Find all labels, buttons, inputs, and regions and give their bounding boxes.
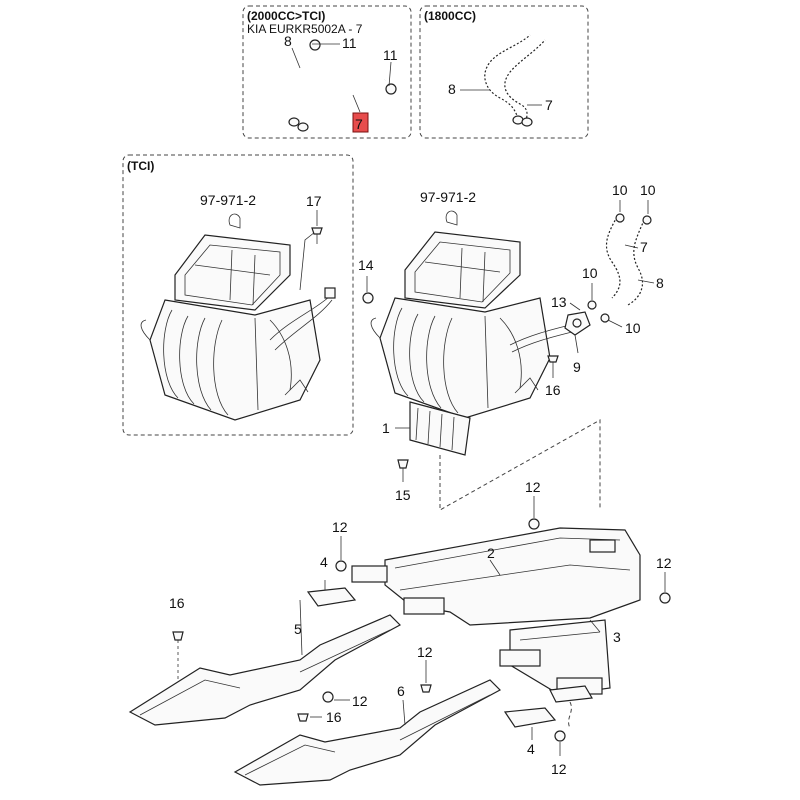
callout-5: 5: [294, 621, 302, 637]
callout-10-b: 10: [640, 182, 656, 198]
box2-title: (1800CC): [424, 9, 476, 23]
vent-4-upper: [306, 580, 357, 607]
callout-12-b: 12: [332, 519, 348, 535]
callout-1: 1: [382, 420, 390, 436]
callout-17: 17: [306, 193, 322, 209]
callout-2: 2: [487, 545, 495, 561]
hose-assembly-2000cc: [281, 39, 397, 132]
bolt-12-f: [554, 730, 566, 756]
duct-5: [128, 599, 401, 726]
bolt-12-b: [335, 536, 347, 572]
bolt-12-a: [528, 496, 540, 530]
duct-6: [233, 679, 501, 786]
connection-line: [439, 419, 601, 511]
callout-4-lower: 4: [527, 741, 535, 757]
bolt-12-d: [322, 691, 350, 703]
callout-8-box1: 8: [284, 33, 292, 49]
callout-6: 6: [397, 683, 405, 699]
callout-10-d: 10: [625, 320, 641, 336]
callout-ref-97-971-2-tci: 97-971-2: [200, 192, 256, 208]
callout-12-c: 12: [656, 555, 672, 571]
clip-15: [397, 459, 409, 482]
screw-16-lower: [297, 713, 322, 722]
heater-unit-tci: [140, 231, 336, 421]
hose-assembly-1800cc: [460, 33, 547, 127]
screw-16-upper: [547, 355, 559, 378]
callout-12-d: 12: [352, 693, 368, 709]
callout-16-a: 16: [545, 382, 561, 398]
callout-10-a: 10: [612, 182, 628, 198]
valve-9: [564, 302, 591, 354]
callout-9: 9: [573, 359, 581, 375]
callout-ref-97-971-2-main: 97-971-2: [420, 189, 476, 205]
nut-14: [362, 292, 374, 304]
vent-4-lower: [503, 685, 593, 740]
hoses-7-8: [587, 200, 655, 328]
box1-title: (2000CC>TCI): [247, 9, 325, 23]
callout-3: 3: [613, 629, 621, 645]
heater-unit-main: [370, 231, 573, 419]
duct-1: [395, 401, 471, 456]
duct-2-3: [351, 527, 641, 696]
callout-12-f: 12: [551, 761, 567, 777]
callout-16-c: 16: [326, 709, 342, 725]
screw-17: [311, 210, 323, 244]
callout-13: 13: [551, 294, 567, 310]
callout-16-b: 16: [169, 595, 185, 611]
box-tci: [122, 154, 354, 436]
ref-tag-main: [445, 210, 458, 226]
callout-11-box1-a: 11: [342, 35, 357, 51]
screw-16-left: [172, 631, 184, 690]
callout-7-box2: 7: [545, 97, 553, 113]
callout-4-upper: 4: [320, 554, 328, 570]
ref-tag-tci: [228, 213, 241, 229]
callout-8-box2: 8: [448, 81, 456, 97]
callout-12-e: 12: [417, 644, 433, 660]
box3-title: (TCI): [127, 159, 154, 173]
callout-8-main: 8: [656, 275, 664, 291]
watermark-code: KIA EURKR5002A - 7: [247, 22, 363, 36]
callout-11-box1-b: 11: [383, 47, 398, 63]
box-1800cc: [419, 5, 589, 139]
callout-12-a: 12: [525, 479, 541, 495]
callout-7-main: 7: [640, 239, 648, 255]
bolt-12-c: [659, 572, 671, 604]
box-2000cc-tci: [242, 5, 412, 139]
highlight-box-7: [352, 112, 369, 133]
bolt-12-e: [420, 660, 432, 693]
callout-10-c: 10: [582, 265, 598, 281]
callout-14: 14: [358, 257, 374, 273]
callout-15: 15: [395, 487, 411, 503]
callout-7-box1: 7: [355, 116, 363, 132]
